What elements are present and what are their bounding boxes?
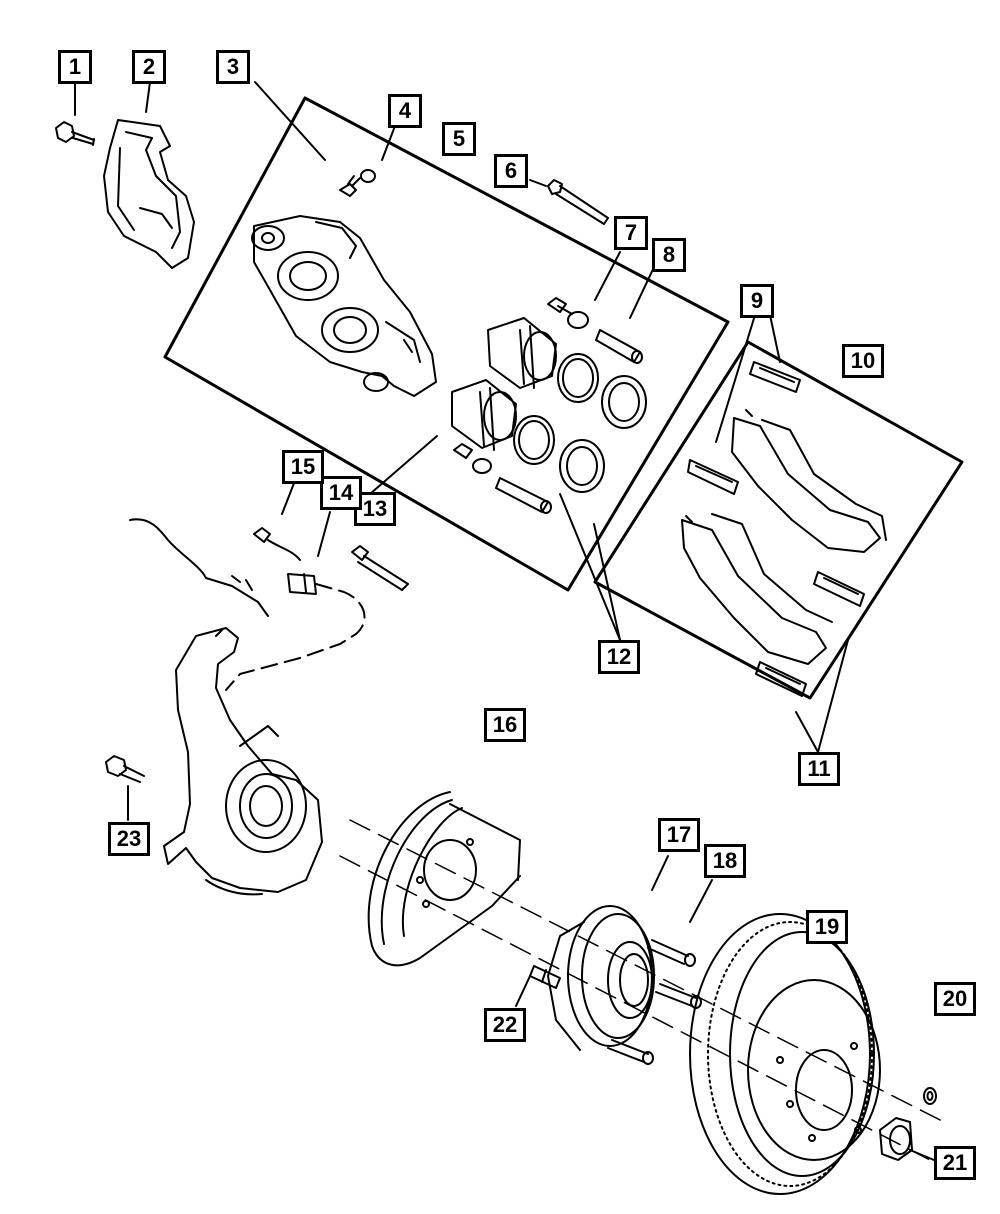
axle-nut: [879, 1117, 913, 1161]
callout-22: 22: [484, 1008, 526, 1042]
caliper-body: [251, 215, 437, 397]
callout-9: 9: [740, 284, 774, 318]
callout-5: 5: [442, 122, 476, 156]
callout-12: 12: [598, 640, 640, 674]
caliper-mount-bolt: [351, 545, 409, 591]
steering-knuckle: [163, 627, 323, 896]
callout-11: 11: [798, 752, 840, 786]
callout-8: 8: [652, 238, 686, 272]
pad-clips: [687, 361, 865, 697]
brake-pad-kit-frame: [593, 340, 964, 700]
callout-16: 16: [484, 708, 526, 742]
callout-7: 7: [614, 216, 648, 250]
callout-21: 21: [934, 1146, 976, 1180]
callout-4: 4: [388, 94, 422, 128]
bleeder-screw: [339, 169, 376, 197]
callout-20: 20: [934, 982, 976, 1016]
wheel-speed-sensor-harness: [129, 518, 366, 691]
callout-10: 10: [842, 344, 884, 378]
callout-23: 23: [108, 822, 150, 856]
callout-3: 3: [216, 50, 250, 84]
hub-speed-sensor: [529, 965, 561, 989]
guide-bushing: [547, 297, 589, 329]
hub-bearing: [547, 905, 702, 1065]
caliper-bolt: [55, 121, 95, 146]
callout-2: 2: [132, 50, 166, 84]
caliper-kit-frame: [163, 96, 730, 592]
knuckle-bolt: [105, 755, 145, 783]
caliper-adapter: [103, 119, 195, 269]
guide-sleeve: [595, 329, 643, 364]
brake-rotor: [689, 913, 881, 1195]
caliper-pistons: [451, 317, 557, 451]
callout-1: 1: [58, 50, 92, 84]
lower-bushing-and-sleeve: [453, 443, 552, 514]
callout-19: 19: [806, 910, 848, 944]
callout-17: 17: [658, 818, 700, 852]
piston-seals: [513, 353, 647, 493]
callout-6: 6: [494, 154, 528, 188]
axle-washer: [923, 1087, 937, 1105]
axle-centerline: [339, 819, 949, 1161]
callout-15: 15: [282, 450, 324, 484]
callout-18: 18: [704, 844, 746, 878]
guide-pin-bolt: [547, 179, 609, 225]
splash-shield: [367, 791, 521, 967]
brake-pad-set: [681, 409, 887, 665]
callout-14: 14: [320, 476, 362, 510]
leader-lines: [74, 81, 935, 1161]
